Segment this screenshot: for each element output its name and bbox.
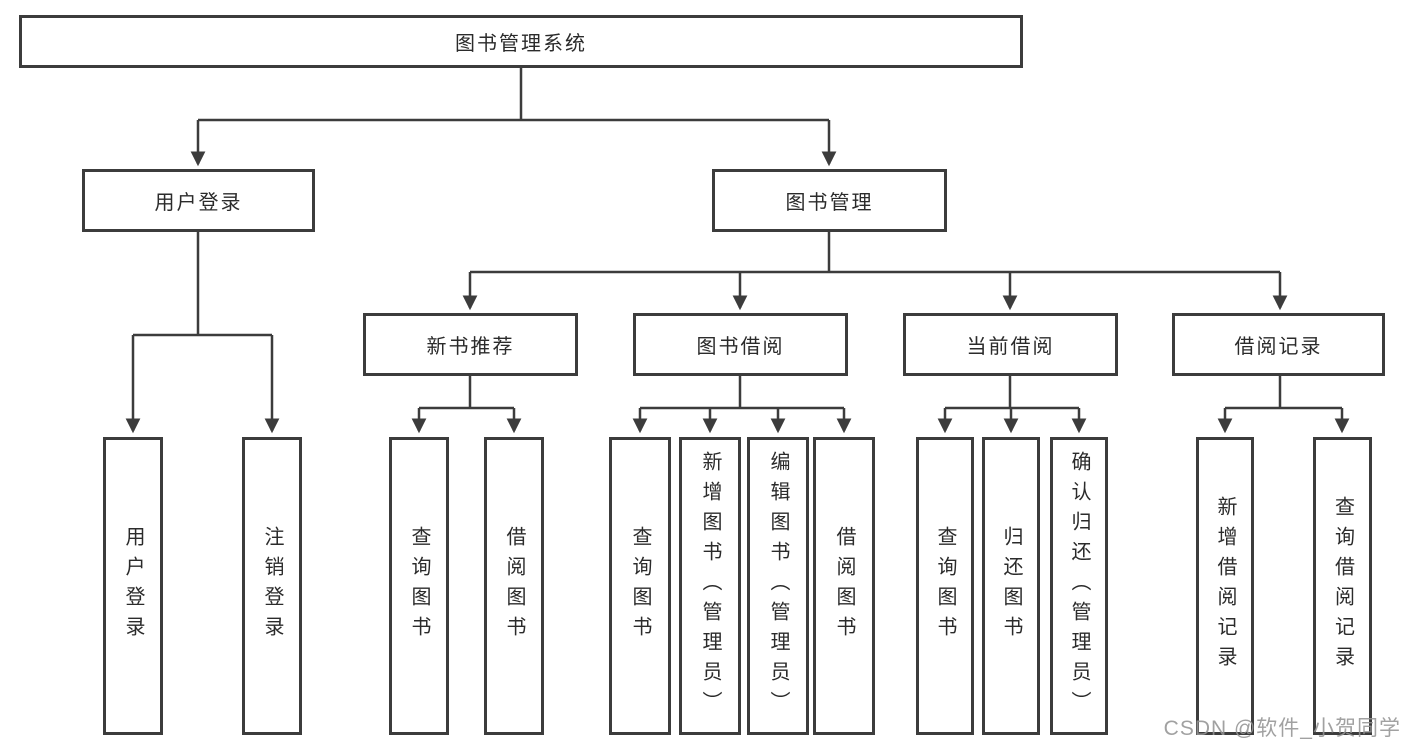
node-user-login: 用户登录	[82, 169, 315, 232]
leaf-borrow-borrow-books: 借阅图书	[813, 437, 875, 735]
leaf-borrow-borrow-books-label: 借阅图书	[833, 526, 855, 646]
leaf-borrow-query-books: 查询图书	[609, 437, 671, 735]
leaf-borrow-add-books-admin: 新增图书（管理员）	[679, 437, 741, 735]
node-book-management: 图书管理	[712, 169, 947, 232]
leaf-current-return-books-label: 归还图书	[1000, 526, 1022, 646]
leaf-records-query-record-label: 查询借阅记录	[1331, 496, 1354, 676]
leaf-current-confirm-return-admin: 确认归还（管理员）	[1050, 437, 1108, 735]
node-root: 图书管理系统	[19, 15, 1023, 68]
node-book-management-label: 图书管理	[785, 192, 874, 214]
leaf-borrow-edit-books-admin-label: 编辑图书（管理员）	[767, 451, 789, 721]
leaf-logout: 注销登录	[242, 437, 302, 735]
node-book-borrowing: 图书借阅	[633, 313, 848, 376]
leaf-user-login: 用户登录	[103, 437, 163, 735]
leaf-newbook-borrow-books: 借阅图书	[484, 437, 544, 735]
leaf-current-confirm-return-admin-label: 确认归还（管理员）	[1068, 451, 1090, 721]
leaf-borrow-add-books-admin-label: 新增图书（管理员）	[699, 451, 721, 721]
leaf-logout-label: 注销登录	[261, 526, 283, 646]
node-new-book-recommend: 新书推荐	[363, 313, 578, 376]
node-borrow-records: 借阅记录	[1172, 313, 1385, 376]
node-borrow-records-label: 借阅记录	[1234, 336, 1323, 358]
leaf-user-login-label: 用户登录	[122, 526, 144, 646]
leaf-borrow-query-books-label: 查询图书	[629, 526, 651, 646]
node-root-label: 图书管理系统	[455, 33, 587, 55]
leaf-records-query-record: 查询借阅记录	[1313, 437, 1372, 735]
node-current-borrowing-label: 当前借阅	[966, 336, 1055, 358]
leaf-records-add-record: 新增借阅记录	[1196, 437, 1254, 735]
leaf-current-query-books-label: 查询图书	[934, 526, 956, 646]
node-book-borrowing-label: 图书借阅	[696, 336, 785, 358]
leaf-newbook-query-books: 查询图书	[389, 437, 449, 735]
leaf-current-query-books: 查询图书	[916, 437, 974, 735]
node-new-book-recommend-label: 新书推荐	[426, 336, 515, 358]
leaf-current-return-books: 归还图书	[982, 437, 1040, 735]
watermark: CSDN @软件_小贺同学	[1163, 717, 1401, 740]
leaf-newbook-borrow-books-label: 借阅图书	[503, 526, 525, 646]
node-user-login-label: 用户登录	[154, 192, 243, 214]
node-current-borrowing: 当前借阅	[903, 313, 1118, 376]
leaf-borrow-edit-books-admin: 编辑图书（管理员）	[747, 437, 809, 735]
leaf-newbook-query-books-label: 查询图书	[408, 526, 430, 646]
leaf-records-add-record-label: 新增借阅记录	[1214, 496, 1236, 676]
